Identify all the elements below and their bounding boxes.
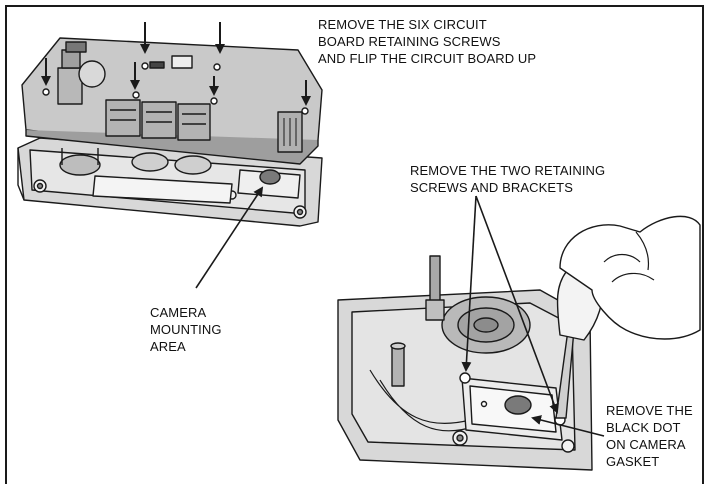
caption-remove-board-screws: REMOVE THE SIX CIRCUIT BOARD RETAINING S… xyxy=(318,17,537,66)
caption-remove-retaining-screws: REMOVE THE TWO RETAINING SCREWS AND BRAC… xyxy=(410,163,606,195)
camera-dot xyxy=(259,169,281,185)
caption-camera-mounting-area: CAMERA MOUNTING AREA xyxy=(150,305,222,354)
detail-arrows xyxy=(461,195,605,437)
terminal-blocks xyxy=(105,99,211,141)
caption-remove-black-dot: REMOVE THE BLACK DOT ON CAMERA GASKET xyxy=(606,403,693,469)
detail-camera-dot xyxy=(504,395,532,415)
camera-leader xyxy=(195,186,264,289)
board-screws xyxy=(42,62,309,115)
screw-arrows xyxy=(41,22,311,106)
hand xyxy=(559,215,701,340)
top-assembly xyxy=(17,37,323,227)
